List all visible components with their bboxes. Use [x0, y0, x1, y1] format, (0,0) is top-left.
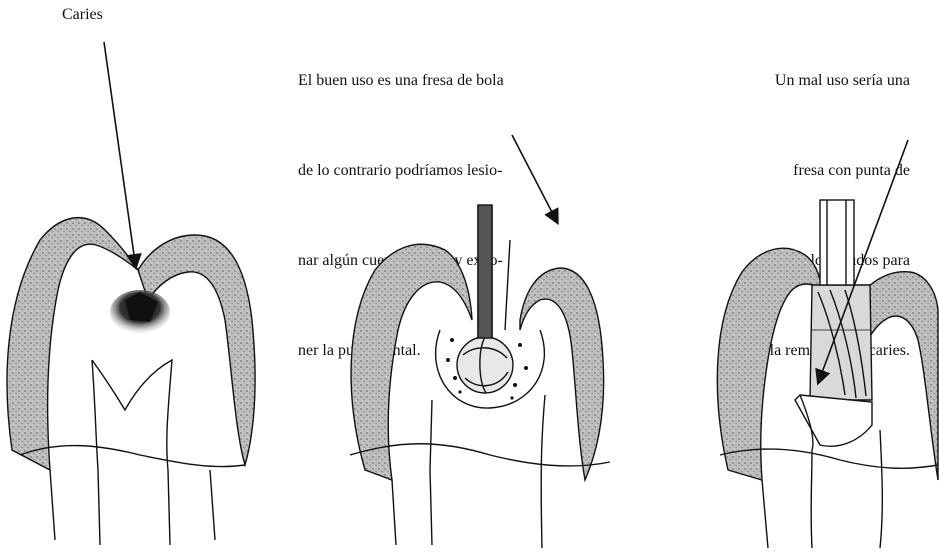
enamel-left-horn-3 [717, 248, 822, 480]
round-bur-head [457, 337, 513, 393]
good-use-arrow [512, 135, 555, 218]
tooth-with-caries [7, 42, 255, 545]
tooth-with-sharp-bur [717, 140, 938, 548]
sharp-bur-body [810, 285, 872, 400]
enamel-left-horn [351, 244, 472, 480]
caries-arrow [104, 42, 135, 262]
sharp-bur-shank [820, 200, 854, 285]
enamel-left-cusp [7, 218, 138, 470]
tooth-with-round-bur [350, 135, 610, 548]
cavity-outline-3 [795, 395, 872, 446]
enamel-right-horn [520, 268, 604, 480]
enamel-right-cusp [138, 235, 255, 465]
